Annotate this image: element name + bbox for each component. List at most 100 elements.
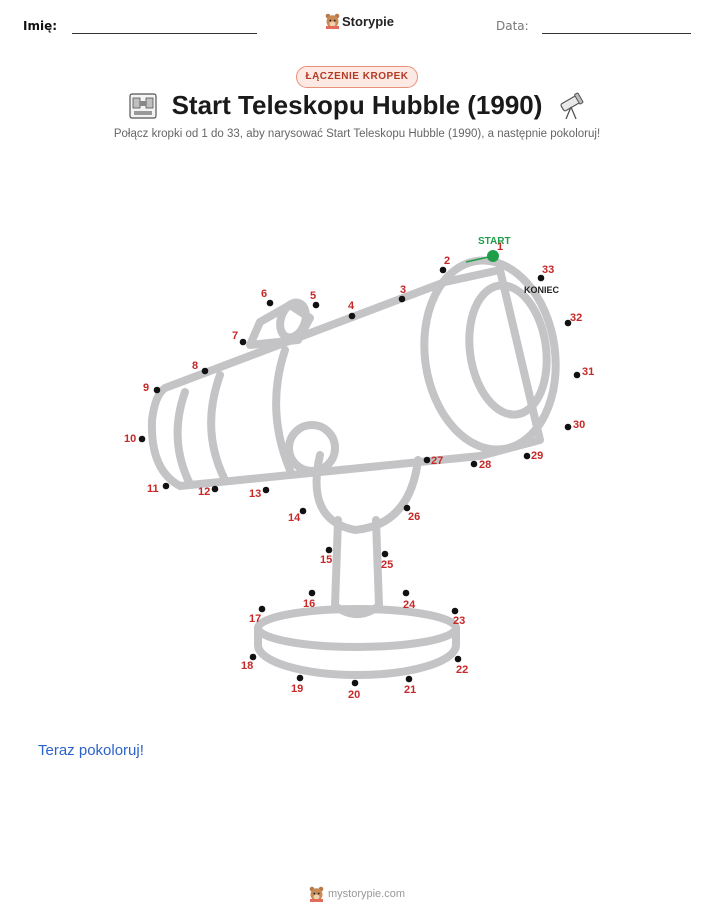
dot-24	[402, 589, 410, 597]
dot-label-26: 26	[408, 511, 420, 523]
fork-outline	[312, 451, 422, 534]
dot-4	[348, 312, 356, 320]
dot-label-17: 17	[249, 613, 261, 625]
dot-label-15: 15	[320, 554, 332, 566]
instructions: Połącz kropki od 1 do 33, aby narysować …	[113, 128, 601, 140]
back-ring-1	[173, 388, 194, 488]
dot-29	[523, 452, 531, 460]
back-ring-2	[207, 371, 229, 484]
name-write-line	[72, 33, 257, 34]
dot-20	[351, 679, 359, 687]
dot-32	[564, 319, 572, 327]
dot-label-5: 5	[310, 290, 316, 302]
dot-9	[153, 386, 161, 394]
dot-label-27: 27	[431, 455, 443, 467]
bear-logo-icon	[325, 13, 340, 29]
dot-label-6: 6	[261, 288, 267, 300]
dot-11	[162, 482, 170, 490]
satellite-icon	[128, 92, 157, 119]
pivot-knob	[285, 421, 339, 475]
dot-23	[451, 607, 459, 615]
dot-17	[258, 605, 266, 613]
date-write-line	[542, 33, 691, 34]
dot-label-4: 4	[348, 300, 355, 312]
dot-label-14: 14	[288, 512, 301, 524]
footer: mystorypie.com	[0, 886, 714, 902]
dot-label-31: 31	[582, 366, 594, 378]
page-title: Start Teleskopu Hubble (1990)	[171, 90, 543, 120]
dot-label-21: 21	[404, 684, 416, 696]
dot-label-16: 16	[303, 598, 315, 610]
dot-label-23: 23	[453, 615, 465, 627]
start-label: START	[478, 236, 511, 247]
dot-label-11: 11	[147, 483, 159, 495]
base-side-outline	[254, 624, 460, 679]
dot-label-25: 25	[381, 559, 393, 571]
dot-18	[249, 653, 257, 661]
front-rim	[420, 256, 560, 454]
dot-label-19: 19	[291, 683, 303, 695]
finder-scope-lens	[276, 298, 310, 342]
start-marker: START	[465, 236, 511, 263]
dot-27	[423, 456, 431, 464]
dot-label-2: 2	[444, 255, 450, 267]
dot-label-22: 22	[456, 664, 468, 676]
dot-30	[564, 423, 572, 431]
dot-15	[325, 546, 333, 554]
dot-7	[239, 338, 247, 346]
footer-url: mystorypie.com	[327, 888, 406, 900]
dot-label-33: 33	[542, 264, 554, 276]
dot-label-32: 32	[570, 312, 582, 324]
end-label: KONIEC	[524, 285, 560, 295]
dot-label-7: 7	[232, 330, 238, 342]
start-dot	[487, 250, 499, 262]
pillar-outline	[331, 516, 383, 618]
dot-label-10: 10	[124, 433, 136, 445]
dot-label-1: 1	[497, 241, 503, 253]
date-label: Data:	[496, 19, 529, 33]
dot-10	[138, 435, 146, 443]
dot-label-13: 13	[249, 488, 261, 500]
telescope-outline	[147, 256, 560, 679]
dot-label-29: 29	[531, 450, 543, 462]
dot-14	[299, 507, 307, 515]
dot-26	[403, 504, 411, 512]
dot-label-9: 9	[143, 382, 149, 394]
telescope-icon	[560, 92, 584, 119]
dot-label-20: 20	[348, 689, 360, 701]
dot-22	[454, 655, 462, 663]
dot-31	[573, 371, 581, 379]
front-lens	[465, 281, 551, 419]
dot-5	[312, 301, 320, 309]
dot-13	[262, 486, 270, 494]
dot-label-30: 30	[573, 419, 585, 431]
dot-3	[398, 295, 406, 303]
dot-label-24: 24	[403, 599, 416, 611]
dot-label-8: 8	[192, 360, 198, 372]
dot-8	[201, 367, 209, 375]
barrel-outline	[147, 266, 544, 490]
dot-19	[296, 674, 304, 682]
title-row: Start Teleskopu Hubble (1990)	[0, 90, 714, 121]
brand-logo: Storypie	[325, 13, 394, 29]
dot-label-18: 18	[241, 660, 253, 672]
dot-25	[381, 550, 389, 558]
dot-12	[211, 485, 219, 493]
dot-2	[439, 266, 447, 274]
dot-6	[266, 299, 274, 307]
dot-33	[537, 274, 545, 282]
mid-ring	[272, 346, 294, 474]
name-label: Imię:	[23, 19, 58, 33]
dot-16	[308, 589, 316, 597]
color-prompt: Teraz pokoloruj!	[38, 742, 144, 759]
dot-21	[405, 675, 413, 683]
dot-label-3: 3	[400, 284, 406, 296]
bear-logo-icon	[309, 886, 324, 902]
dot-label-28: 28	[479, 459, 491, 471]
brand-name: Storypie	[342, 13, 395, 29]
dot-28	[470, 460, 478, 468]
dot-label-12: 12	[198, 486, 210, 498]
activity-badge: ŁĄCZENIE KROPEK	[296, 66, 418, 88]
